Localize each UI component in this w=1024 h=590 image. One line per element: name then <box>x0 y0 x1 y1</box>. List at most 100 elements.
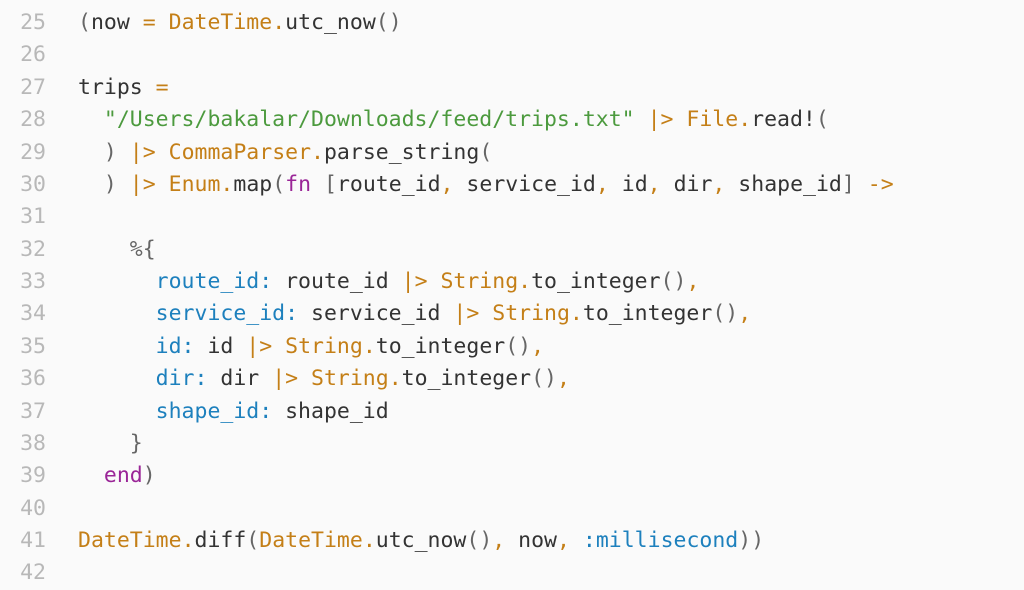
code-token: , <box>595 171 609 197</box>
code-token: shape_id: <box>155 398 273 424</box>
code-token: () <box>375 10 402 35</box>
code-token <box>311 172 324 197</box>
line-code: %{ <box>78 234 156 266</box>
code-token: -> <box>867 171 894 197</box>
code-token <box>156 140 169 165</box>
code-token: |> <box>453 301 480 327</box>
code-token: , <box>686 269 700 294</box>
code-token: . <box>388 366 402 392</box>
code-token <box>298 366 311 391</box>
code-line[interactable]: 36 dir: dir |> String.to_integer(), <box>0 363 1024 395</box>
line-number: 41 <box>20 528 46 553</box>
code-token: . <box>362 528 376 553</box>
line-code: "/Users/bakalar/Downloads/feed/trips.txt… <box>78 104 829 136</box>
code-token: )) <box>738 528 765 553</box>
line-code: trips = <box>78 72 169 104</box>
code-token: dir: <box>155 366 208 392</box>
code-line[interactable]: 31 <box>0 201 1024 233</box>
code-token: "/Users/bakalar/Downloads/feed/trips.txt… <box>103 107 635 133</box>
code-token <box>635 107 648 132</box>
line-number: 42 <box>20 560 46 586</box>
code-token: String <box>440 269 519 294</box>
code-token <box>855 172 868 197</box>
code-token: ( <box>272 171 286 197</box>
code-token: |> <box>647 107 674 133</box>
code-token: () <box>660 269 687 294</box>
code-token: service_id: <box>155 301 299 327</box>
line-number: 36 <box>20 366 46 392</box>
code-token: id: <box>155 333 195 359</box>
line-code: route_id: route_id |> String.to_integer(… <box>78 266 700 298</box>
code-token <box>78 463 104 488</box>
code-token: ( <box>246 528 260 553</box>
code-token: , <box>738 301 752 327</box>
code-token: , <box>492 528 506 553</box>
line-number: 35 <box>20 333 46 359</box>
code-token: , <box>531 333 545 359</box>
line-number: 30 <box>20 171 46 197</box>
code-token: |> <box>129 139 156 165</box>
code-token: now <box>90 10 143 35</box>
code-token: . <box>569 301 583 327</box>
code-token: id <box>608 171 648 197</box>
code-token: () <box>712 301 739 327</box>
code-token <box>117 172 130 197</box>
code-token: } <box>129 430 143 456</box>
code-line[interactable]: 25(now = DateTime.utc_now() <box>0 7 1024 39</box>
code-token <box>78 431 130 456</box>
code-token: diff <box>194 528 247 553</box>
line-number: 29 <box>20 139 46 165</box>
code-token <box>117 140 130 165</box>
code-token: () <box>505 333 532 359</box>
code-token: , <box>440 171 454 197</box>
code-line[interactable]: 35 id: id |> String.to_integer(), <box>0 331 1024 363</box>
code-token <box>156 10 169 35</box>
line-code: (now = DateTime.utc_now() <box>78 7 402 39</box>
code-line[interactable]: 30 ) |> Enum.map(fn [route_id, service_i… <box>0 169 1024 201</box>
code-line[interactable]: 39 end) <box>0 460 1024 492</box>
code-token <box>156 172 169 197</box>
code-token: route_id <box>272 269 402 294</box>
code-token: . <box>518 269 532 294</box>
line-code: shape_id: shape_id <box>78 396 389 428</box>
line-number: 32 <box>20 236 46 262</box>
code-token: () <box>531 366 557 392</box>
line-number: 26 <box>20 42 46 68</box>
code-line[interactable]: 42 <box>0 557 1024 589</box>
code-token: to_integer <box>375 333 506 359</box>
code-token: to_integer <box>531 269 661 294</box>
code-line[interactable]: 28 "/Users/bakalar/Downloads/feed/trips.… <box>0 104 1024 136</box>
code-token: , <box>647 171 661 197</box>
code-line[interactable]: 37 shape_id: shape_id <box>0 396 1024 428</box>
code-token: , <box>712 171 726 197</box>
code-token: DateTime <box>78 528 182 553</box>
code-token: shape_id <box>725 171 842 197</box>
code-line[interactable]: 33 route_id: route_id |> String.to_integ… <box>0 266 1024 298</box>
code-token <box>78 399 156 424</box>
code-token: String <box>311 366 389 392</box>
code-token <box>673 107 686 132</box>
code-line[interactable]: 40 <box>0 493 1024 525</box>
code-line[interactable]: 34 service_id: service_id |> String.to_i… <box>0 298 1024 330</box>
code-token <box>272 334 285 359</box>
code-line[interactable]: 32 %{ <box>0 234 1024 266</box>
code-token: shape_id <box>272 398 389 424</box>
code-line[interactable]: 26 <box>0 39 1024 71</box>
line-number: 31 <box>20 204 46 230</box>
code-token: . <box>738 107 752 133</box>
code-token: utc_now <box>285 10 376 35</box>
line-number: 28 <box>20 107 46 133</box>
code-token: . <box>181 528 195 553</box>
code-token: ) <box>142 463 156 489</box>
code-token: ( <box>479 139 493 165</box>
code-token: = <box>155 74 169 100</box>
code-line[interactable]: 38 } <box>0 428 1024 460</box>
line-code: ) |> Enum.map(fn [route_id, service_id, … <box>78 169 894 201</box>
code-token <box>78 366 156 391</box>
code-line[interactable]: 29 ) |> CommaParser.parse_string( <box>0 137 1024 169</box>
code-token: end <box>103 463 143 489</box>
code-token: () <box>466 528 493 553</box>
